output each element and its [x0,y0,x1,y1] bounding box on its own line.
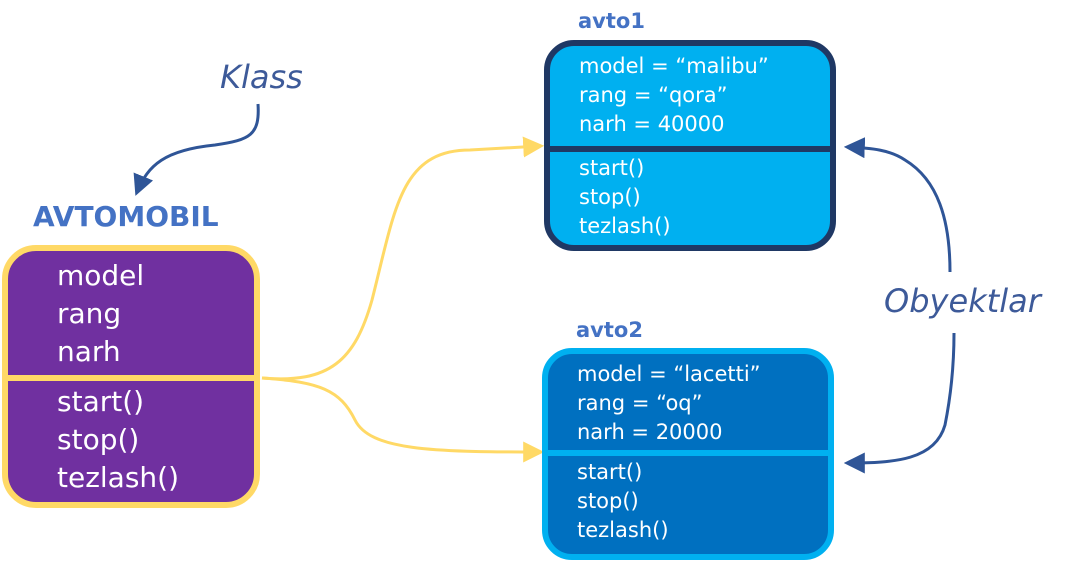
avto1-method: stop() [579,185,641,209]
class-attribute: rang [57,297,122,330]
avto1-box: model = “malibu” rang = “qora” narh = 40… [544,40,836,251]
obyektlar-arrow-down [843,332,956,474]
obyektlar-arrow-up [843,137,952,273]
class-attribute: model [57,259,145,292]
avto1-divider [550,146,830,152]
class-method: stop() [57,423,140,456]
class-attribute: narh [57,335,121,368]
avto2-method: start() [577,460,643,484]
edge-class-to-avto2 [261,376,545,463]
class-title: AVTOMOBIL [33,200,219,233]
class-method: tezlash() [57,461,180,494]
class-method: start() [57,385,145,418]
obyektlar-annotation: Obyektlar [884,282,1041,320]
avto1-method: start() [579,156,645,180]
avto2-attribute: model = “lacetti” [577,362,761,386]
class-methods: start() stop() tezlash() [57,383,254,497]
avto1-attribute: rang = “qora” [579,83,728,107]
avto1-title: avto1 [578,9,645,33]
klass-pointer-arrow [133,103,260,196]
avto2-attribute: rang = “oq” [577,391,703,415]
avto2-methods: start() stop() tezlash() [577,458,828,545]
avto2-attributes: model = “lacetti” rang = “oq” narh = 200… [577,360,828,447]
avto2-title: avto2 [576,318,643,342]
avto2-box: model = “lacetti” rang = “oq” narh = 200… [542,348,834,560]
avto1-attribute: narh = 40000 [579,112,725,136]
class-attributes: model rang narh [57,257,254,371]
avto1-attribute: model = “malibu” [579,54,769,78]
klass-annotation: Klass [220,58,303,96]
avto1-method: tezlash() [579,214,671,238]
avto2-divider [548,450,828,456]
avto2-method: tezlash() [577,518,669,542]
avto2-attribute: narh = 20000 [577,420,723,444]
avto2-method: stop() [577,489,639,513]
class-box: model rang narh start() stop() tezlash() [2,245,260,508]
avto1-methods: start() stop() tezlash() [579,154,830,241]
class-divider [8,375,254,381]
edge-class-to-avto1 [261,136,545,381]
avto1-attributes: model = “malibu” rang = “qora” narh = 40… [579,52,830,139]
